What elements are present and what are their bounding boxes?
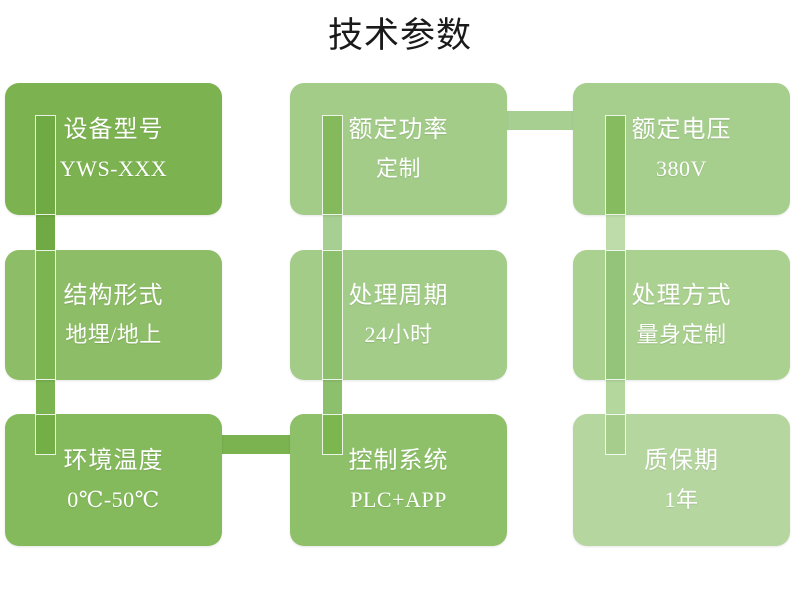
accent-tab-structure-type	[35, 250, 56, 380]
card-value: 380V	[656, 156, 707, 181]
card-title: 设备型号	[63, 117, 164, 143]
page-title: 技术参数	[327, 16, 472, 56]
card-title: 质保期	[644, 448, 719, 474]
card-value: 量身定制	[636, 322, 727, 347]
card-value: 0℃-50℃	[67, 487, 160, 512]
accent-tab-warranty-period	[605, 414, 626, 455]
accent-tab-rated-voltage	[605, 115, 626, 215]
card-title: 结构形式	[63, 283, 164, 309]
card-title: 处理周期	[348, 283, 449, 309]
card-title: 环境温度	[63, 448, 164, 474]
accent-tab-control-system	[322, 414, 343, 455]
accent-tab-ambient-temperature	[35, 414, 56, 455]
accent-tab-treatment-method	[605, 250, 626, 380]
card-title: 额定电压	[631, 117, 732, 143]
card-value: 1年	[664, 487, 699, 512]
card-value: 定制	[375, 156, 421, 181]
accent-tab-equipment-model	[35, 115, 56, 215]
card-title: 处理方式	[631, 283, 732, 309]
card-value: PLC+APP	[350, 487, 447, 512]
card-title: 额定功率	[348, 117, 449, 143]
card-value: 24小时	[364, 322, 433, 347]
card-value: 地埋/地上	[65, 322, 162, 347]
accent-tab-rated-power	[322, 115, 343, 215]
card-title: 控制系统	[348, 448, 449, 474]
card-value: YWS-XXX	[59, 156, 168, 181]
accent-tab-treatment-cycle	[322, 250, 343, 380]
